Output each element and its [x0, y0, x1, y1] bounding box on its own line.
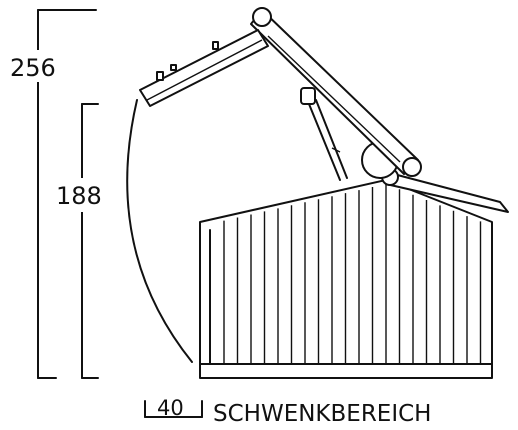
dimension-body-height: 188 — [55, 103, 110, 379]
box-base — [199, 363, 493, 379]
caption-swing-range: SCHWENKBEREICH — [213, 401, 431, 427]
roof-fixed-section — [381, 168, 509, 213]
gas-spring — [300, 87, 348, 181]
dimension-swing: 40 — [144, 396, 203, 420]
box-body — [199, 179, 493, 365]
lid-open — [250, 7, 422, 177]
dimension-total-height: 256 — [8, 9, 97, 379]
lid-front-flap — [139, 29, 269, 107]
dimension-swing-label: 40 — [157, 396, 184, 420]
dimension-total-height-label: 256 — [10, 54, 56, 82]
swing-arc — [126, 99, 193, 363]
dimension-body-height-label: 188 — [56, 182, 102, 210]
